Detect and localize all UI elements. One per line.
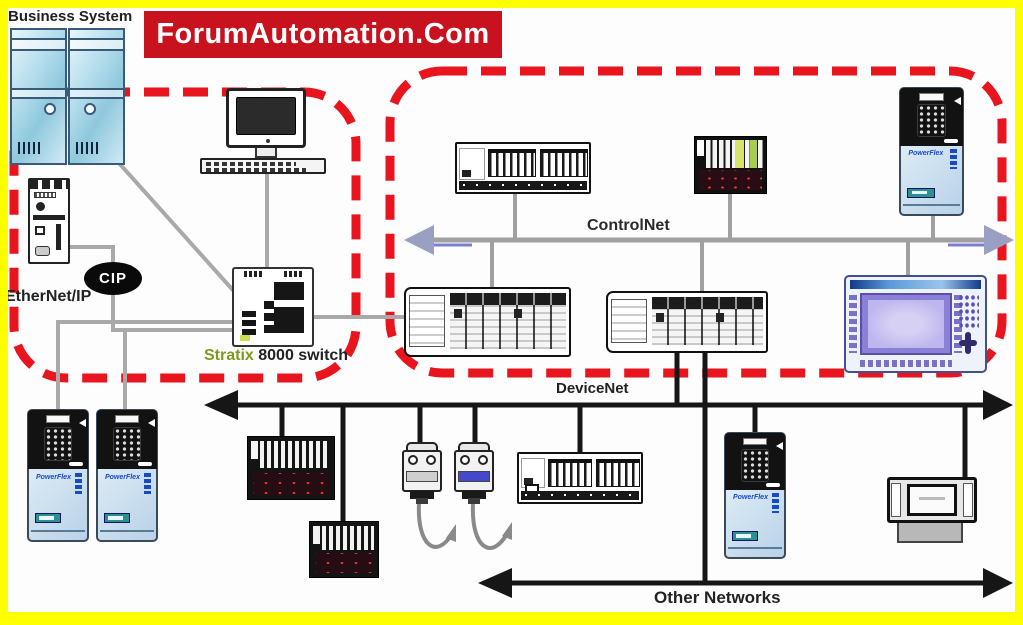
powerflex-drive-icon: PowerFlex	[899, 87, 964, 216]
io-rack-display-icon	[309, 521, 379, 578]
controllogix-rack-icon	[606, 291, 768, 353]
other-networks-label: Other Networks	[654, 588, 781, 607]
devicenet-right-arrow-icon	[983, 390, 1013, 420]
frame-border	[0, 0, 1023, 8]
other-networks-left-arrow-icon	[478, 568, 512, 598]
cip-badge: CIP	[84, 262, 142, 295]
other-networks-bus	[478, 568, 1013, 598]
devicenet-left-arrow-icon	[204, 390, 238, 420]
other-networks-right-arrow-icon	[983, 568, 1013, 598]
devicenet-bus	[225, 350, 995, 583]
powerflex-drive-icon: PowerFlex	[96, 409, 158, 542]
cable-arrow-icon	[502, 522, 512, 540]
workstation-icon	[200, 76, 326, 176]
monitor-icon	[226, 88, 306, 148]
ethernet-ip-label: EtherNet/IP	[5, 288, 92, 305]
stratix-switch-icon	[232, 267, 314, 347]
frame-border	[1015, 0, 1023, 625]
powerflex-drive-icon: PowerFlex	[724, 432, 786, 559]
io-rack-display-icon	[247, 436, 335, 500]
frame-border	[0, 612, 1023, 625]
controlnet-left-arrow-icon	[404, 225, 434, 255]
controlnet-label: ControlNet	[587, 217, 670, 234]
plc-rack-icon	[517, 452, 643, 504]
cable-arrow-icon	[446, 524, 456, 542]
photo-sensor-icon	[402, 442, 442, 504]
hmi-panel-icon	[844, 275, 987, 373]
keyboard-icon	[200, 158, 326, 174]
plc-rack-icon	[455, 142, 591, 194]
operator-terminal-icon	[887, 477, 977, 545]
server-cabinet-icon	[10, 28, 67, 165]
powerflex-drive-icon: PowerFlex	[27, 409, 89, 542]
ethernet-zone-outline	[9, 87, 361, 383]
site-banner: ForumAutomation.Com	[144, 11, 502, 58]
devicenet-label: DeviceNet	[556, 380, 629, 397]
server-cabinet-icon	[68, 28, 125, 165]
controlnet-right-arrow-icon	[984, 225, 1014, 255]
hmi-dpad-icon	[959, 332, 977, 354]
site-banner-text: ForumAutomation.Com	[156, 18, 490, 50]
controlnet-zone-outline	[385, 66, 1007, 378]
stratix-switch-label: Stratix 8000 switch	[204, 347, 349, 364]
sensor-cables	[416, 503, 510, 550]
photo-sensor-icon	[454, 442, 494, 504]
controlnet-bus	[404, 193, 1014, 295]
business-system-label: Business System	[8, 8, 133, 25]
controllogix-rack-icon	[404, 287, 571, 357]
frame-border	[0, 0, 8, 625]
ethernet-module-icon	[28, 178, 70, 264]
io-rack-display-icon	[694, 136, 767, 194]
hmi-keypad-icon	[958, 294, 979, 328]
